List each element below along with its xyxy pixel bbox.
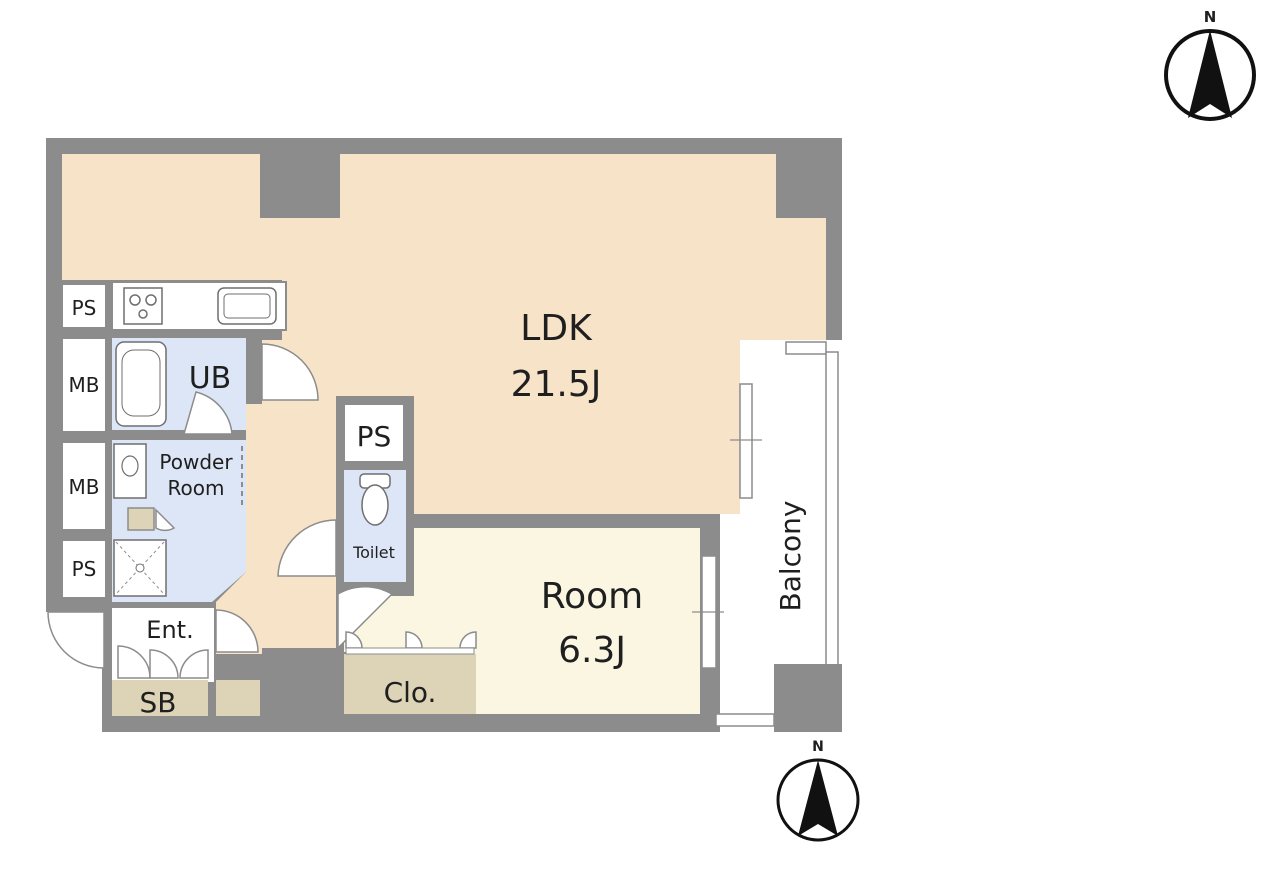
balcony-rail xyxy=(825,351,839,667)
burner-2 xyxy=(145,294,157,306)
ldk-size: 21.5J xyxy=(511,364,602,405)
ps-bottom-cell xyxy=(61,539,107,599)
mb-bottom-cell xyxy=(61,441,107,531)
bathtub-inner xyxy=(121,349,161,417)
washbasin-bowl xyxy=(121,455,139,477)
hall-door-swing xyxy=(215,609,259,653)
ldk-door-swing xyxy=(261,343,319,401)
burner-1 xyxy=(129,294,141,306)
powder-storage xyxy=(127,507,155,531)
sb-door-swing-2 xyxy=(149,649,179,679)
ldk-floor xyxy=(62,154,826,514)
ps-center-label: PS xyxy=(357,420,392,453)
sink-icon xyxy=(217,287,277,325)
compass-top-n: N xyxy=(1204,8,1217,26)
balcony-vent xyxy=(785,341,827,355)
compass-bottom-n: N xyxy=(812,739,824,755)
powder-storage-door xyxy=(155,508,176,532)
ub-label: UB xyxy=(189,361,232,396)
powder-label-1: Powder xyxy=(159,450,233,474)
pan-drain xyxy=(135,563,145,573)
mb-bottom-label: MB xyxy=(69,475,100,499)
mb-top-cell xyxy=(61,337,107,433)
burner-3 xyxy=(138,309,148,319)
toilet-label: Toilet xyxy=(352,543,395,562)
shoe-box xyxy=(112,680,208,716)
balcony-bottom-rail xyxy=(715,713,775,727)
mb-top-label: MB xyxy=(69,373,100,397)
sink-basin xyxy=(223,293,271,319)
balcony-label: Balcony xyxy=(774,501,807,612)
closet-label: Clo. xyxy=(384,676,437,709)
powder-label-2: Room xyxy=(168,476,225,500)
sb-label: SB xyxy=(140,686,177,719)
corner-column xyxy=(774,664,842,732)
north-arrow-icon xyxy=(1188,30,1232,118)
ps-center-cell xyxy=(343,403,405,463)
toilet-door-swing xyxy=(277,519,337,577)
ub-door-swing xyxy=(183,391,233,435)
toilet-bowl xyxy=(361,484,389,526)
closet xyxy=(344,654,476,714)
room-size: 6.3J xyxy=(558,630,626,671)
washbasin-icon xyxy=(113,443,147,499)
entrance-label: Ent. xyxy=(146,616,193,644)
bathtub-icon xyxy=(115,341,167,427)
closet-rail xyxy=(345,647,475,655)
ps-top-cell xyxy=(61,283,107,329)
north-compass-bottom: N xyxy=(776,739,860,842)
sb-door-swing-3 xyxy=(179,649,209,679)
stove-icon xyxy=(123,287,163,325)
north-arrow-icon-2 xyxy=(798,760,838,836)
room-name: Room xyxy=(541,576,644,617)
ps-bottom-label: PS xyxy=(72,557,97,581)
entrance-door-swing xyxy=(47,611,105,669)
hall-storage xyxy=(216,680,260,716)
north-compass-top: N xyxy=(1164,8,1256,121)
ldk-window xyxy=(739,383,753,499)
ps-top-label: PS xyxy=(72,296,97,320)
ldk-name: LDK xyxy=(520,308,593,349)
